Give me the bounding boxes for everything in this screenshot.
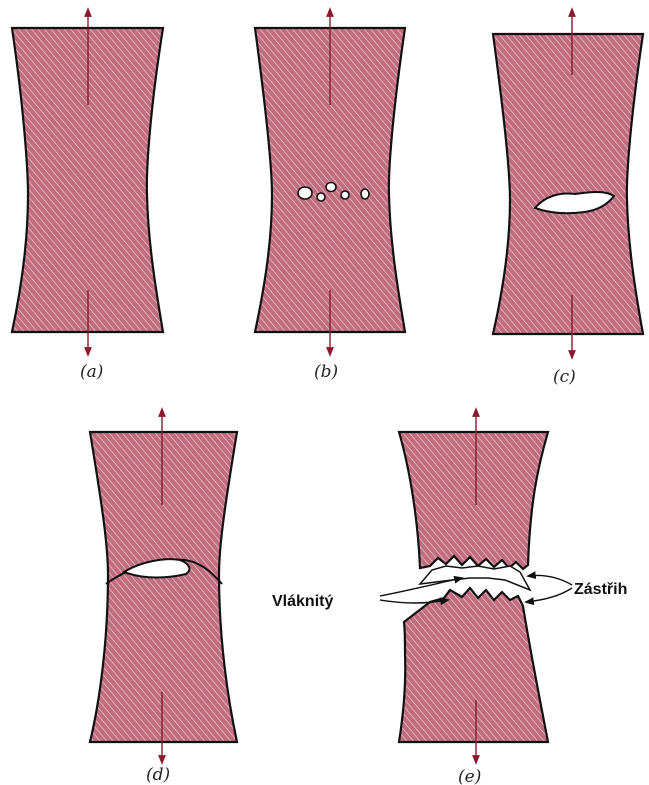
caption-a: (a)	[80, 362, 103, 382]
specimen-upper-half	[399, 432, 548, 569]
label-shear-lip: Zástřih	[574, 581, 627, 598]
specimen-body	[90, 432, 237, 742]
specimen-c: (c)	[493, 12, 643, 387]
microvoid	[326, 183, 336, 192]
caption-d: (d)	[146, 765, 170, 785]
microvoid	[361, 189, 369, 199]
fibrous-zone-top	[420, 566, 530, 590]
caption-b: (b)	[314, 362, 338, 382]
microvoid	[341, 191, 349, 199]
specimen-lower-half	[399, 588, 548, 742]
specimen-a: (a)	[12, 12, 163, 382]
microvoid	[298, 187, 312, 199]
microvoid	[317, 193, 325, 201]
caption-e: (e)	[458, 767, 481, 785]
caption-c: (c)	[553, 367, 576, 387]
specimen-body	[493, 34, 643, 334]
label-fibrous: Vláknitý	[272, 593, 333, 610]
pointer-shear-lower	[526, 588, 572, 602]
pointer-shear-upper	[528, 575, 572, 585]
specimen-e: Vláknitý Zástřih (e)	[272, 412, 627, 785]
specimen-d: (d)	[90, 412, 237, 785]
specimen-b: (b)	[255, 12, 405, 382]
